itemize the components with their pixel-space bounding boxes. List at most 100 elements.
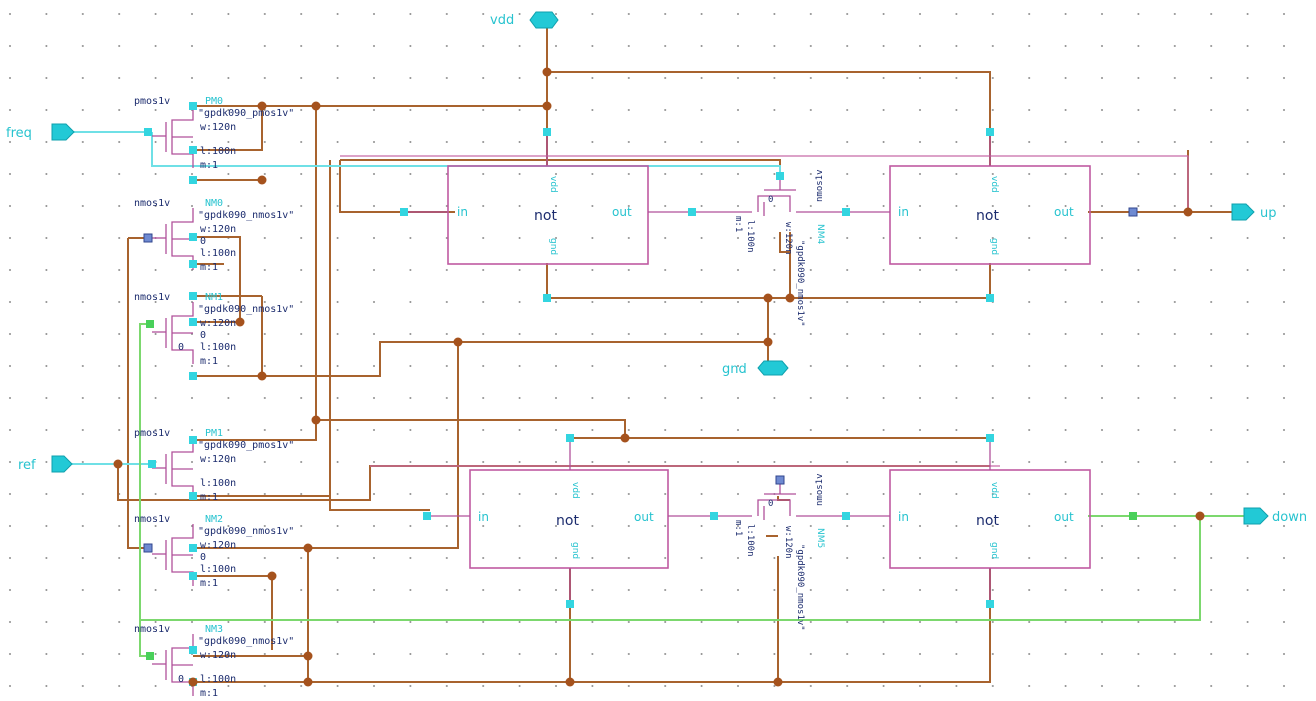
transistor-pm1-w: w:120n <box>200 454 236 465</box>
terminal-square <box>775 475 785 485</box>
junction-dots <box>113 67 1205 687</box>
terminal-square <box>189 436 197 444</box>
transistor-nm1-l: l:100n <box>200 342 236 353</box>
inverter-3-in-label: in <box>478 510 489 524</box>
transistor-nm2-body: 0 <box>200 552 206 563</box>
junction-dot <box>267 571 277 581</box>
inverter-1-in-label: in <box>457 205 468 219</box>
pin-freq[interactable]: freq <box>6 123 75 141</box>
junction-dot <box>763 337 773 347</box>
series-nmos-nm4: m:1 l:100n w:120n "gpdk090_nmos1v" 0 nmo… <box>733 169 825 326</box>
transistor-nm1-model: nmos1v <box>134 292 170 303</box>
pin-up[interactable]: up <box>1231 203 1277 221</box>
inverter-3-vdd-label: vdd <box>570 482 580 499</box>
terminal-square <box>189 146 197 154</box>
nm4-name: NM4 <box>815 224 825 244</box>
nm4-model: nmos1v <box>815 169 825 202</box>
pin-ref[interactable]: ref <box>18 455 73 473</box>
terminal-square <box>143 233 153 243</box>
series-nmos-nm5: m:1 l:100n w:120n "gpdk090_nmos1v" 0 nmo… <box>733 473 825 630</box>
junction-dot <box>303 651 313 661</box>
nm4-m: m:1 <box>733 216 743 232</box>
nm5-m: m:1 <box>733 520 743 536</box>
inverter-3-cell-label: not <box>556 513 579 529</box>
transistor-pm0-name: PM0 <box>205 96 223 107</box>
transistor-nm2-model: nmos1v <box>134 514 170 525</box>
junction-dot <box>773 677 783 687</box>
transistor-nm3-body-2: 0 <box>178 674 184 685</box>
junction-dot <box>1183 207 1193 217</box>
junction-dot <box>311 101 321 111</box>
junction-dot <box>542 101 552 111</box>
transistor-nm0-w: w:120n <box>200 224 236 235</box>
terminal-square <box>566 434 574 442</box>
pin-down[interactable]: down <box>1243 507 1307 525</box>
inverter-1-vdd-label: vdd <box>548 176 558 193</box>
inverter-2-cell-label: not <box>976 208 999 224</box>
inverter-3-gnd-label: gnd <box>570 542 580 559</box>
terminal-square <box>143 543 153 553</box>
transistor-pm0-l: l:100n <box>200 146 236 157</box>
terminal-square <box>189 372 197 380</box>
terminal-square <box>144 128 152 136</box>
terminal-square <box>986 600 994 608</box>
transistor-nm0-name: NM0 <box>205 198 223 209</box>
transistor-nm1-body: 0 <box>200 330 206 341</box>
transistor-pm1-l: l:100n <box>200 478 236 489</box>
junction-dot <box>1195 511 1205 521</box>
connection-squares <box>143 102 1138 686</box>
junction-dot <box>257 371 267 381</box>
inverter-2-vdd-label: vdd <box>989 176 999 193</box>
nm5-l: l:100n <box>745 524 755 557</box>
transistor-pm0-m: m:1 <box>200 160 218 171</box>
transistor-nm1-name: NM1 <box>205 292 223 303</box>
inverter-2-gnd-label: gnd <box>989 238 999 255</box>
transistor-nm0-model: nmos1v <box>134 198 170 209</box>
terminal-square <box>189 572 197 580</box>
junction-dot <box>257 175 267 185</box>
terminal-square <box>189 544 197 552</box>
terminal-square <box>566 600 574 608</box>
transistor-nm3-l: l:100n <box>200 674 236 685</box>
terminal-square <box>423 512 431 520</box>
terminal-square <box>1128 207 1138 217</box>
transistor-nm3-w: w:120n <box>200 650 236 661</box>
pin-vdd-label: vdd <box>490 13 514 28</box>
transistor-nm3-name: NM3 <box>205 624 223 635</box>
transistor-nm1-body-2: 0 <box>178 342 184 353</box>
junction-dot <box>453 337 463 347</box>
transistor-nm1-w: w:120n <box>200 318 236 329</box>
inverter-4-gnd-label: gnd <box>989 542 999 559</box>
inverter-1-out-label: out <box>612 205 632 219</box>
pin-gnd[interactable]: gnd <box>722 360 789 377</box>
transistor-nm3-model: nmos1v <box>134 624 170 635</box>
terminal-square <box>146 320 154 328</box>
terminal-square <box>189 260 197 268</box>
pin-vdd[interactable]: vdd <box>490 11 559 29</box>
terminal-square <box>146 652 154 660</box>
junction-dot <box>235 317 245 327</box>
transistor-pm0-w: w:120n <box>200 122 236 133</box>
wires-internal <box>340 155 1189 467</box>
inverter-3: in not out vdd gnd <box>469 469 669 569</box>
transistor-nm0-l: l:100n <box>200 248 236 259</box>
transistor-nm0-cell: "gpdk090_nmos1v" <box>198 210 294 221</box>
terminal-square <box>189 492 197 500</box>
terminal-square <box>986 128 994 136</box>
transistor-pm1-name: PM1 <box>205 428 223 439</box>
transistor-nm2-m: m:1 <box>200 578 218 589</box>
terminal-square <box>189 176 197 184</box>
junction-dot <box>311 415 321 425</box>
pin-freq-label: freq <box>6 126 32 141</box>
junction-dot <box>188 677 198 687</box>
junction-dot <box>113 459 123 469</box>
transistor-nm1-cell: "gpdk090_nmos1v" <box>198 304 294 315</box>
nm4-w: w:120n <box>783 222 793 255</box>
transistor-nm0-m: m:1 <box>200 262 218 273</box>
terminal-square <box>842 512 850 520</box>
